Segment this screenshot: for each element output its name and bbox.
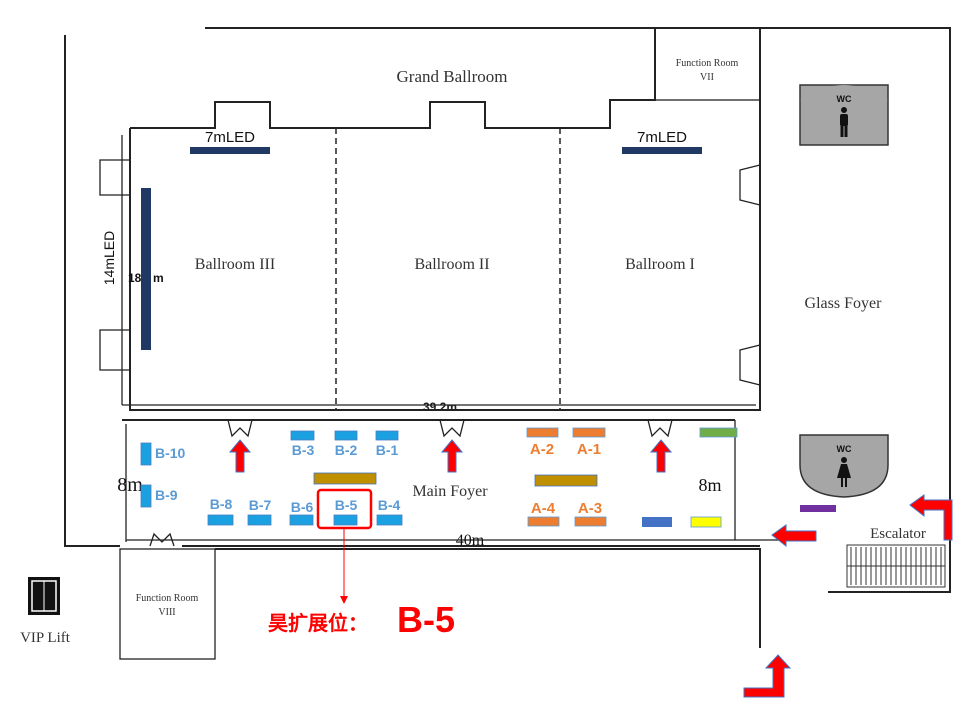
booth-b-3[interactable]	[290, 430, 315, 441]
booth-a-4[interactable]	[527, 516, 560, 527]
highlight-label: 昊扩展位：	[268, 611, 368, 635]
booth-b-7[interactable]	[247, 514, 272, 526]
booth-a-3-label: A-3	[578, 500, 602, 517]
booth-b-9-label: B-9	[155, 487, 178, 503]
arrow-up-icon	[228, 439, 252, 473]
booth-a-1-label: A-1	[577, 441, 601, 458]
booths-b: B-1 B-2 B-3 B-4 B-5 B-6 B-7 B-8 B-9 B-10	[140, 430, 403, 526]
woman-icon	[837, 457, 851, 487]
booth-a-4-label: A-4	[531, 500, 556, 517]
blue-booth	[642, 517, 672, 527]
ballroom-1-label: Ballroom I	[625, 256, 695, 273]
man-icon	[840, 107, 848, 137]
arrow-left-icon	[771, 524, 817, 548]
led-side-partial-unit: m	[153, 271, 164, 285]
function-room-7-label: Function Room	[676, 58, 739, 69]
arrow-up-icon	[440, 439, 464, 473]
wc-men: WC	[799, 84, 889, 146]
highlight-booth: B-5	[397, 599, 455, 640]
wc-men-label: WC	[837, 94, 852, 104]
booth-b-4-label: B-4	[378, 497, 401, 513]
led-top-left-label: 7mLED	[205, 129, 255, 146]
wc-women-label: WC	[837, 444, 852, 454]
arrow-down-icon	[340, 596, 348, 604]
arrow-corner-icon	[909, 494, 953, 541]
foyer-length-label: 40m	[456, 532, 485, 549]
vip-lift-label: VIP Lift	[20, 630, 71, 646]
stage-a	[534, 474, 598, 487]
function-room-8-label: Function Room	[136, 593, 199, 604]
booth-a-2[interactable]	[526, 427, 559, 438]
booth-b-1[interactable]	[375, 430, 399, 441]
purple-booth	[800, 505, 836, 512]
grand-ballroom-label: Grand Ballroom	[397, 67, 508, 86]
booth-b-5[interactable]	[333, 514, 358, 526]
entrance-arrows	[228, 439, 953, 698]
booth-b-3-label: B-3	[292, 442, 315, 458]
highlight-booth-b-5: 昊扩展位： B-5	[268, 488, 455, 640]
function-room-8-number: VIII	[158, 607, 175, 618]
booth-b-7-label: B-7	[249, 497, 272, 513]
vip-lift-icon	[28, 577, 60, 615]
booth-b-6-label: B-6	[291, 499, 314, 515]
booth-b-10-label: B-10	[155, 445, 186, 461]
led-top-right	[622, 147, 702, 154]
led-left-side	[141, 188, 151, 350]
booth-b-6[interactable]	[289, 514, 314, 526]
booth-b-4[interactable]	[376, 514, 403, 526]
arrow-up-icon	[649, 439, 673, 473]
foyer-depth-right-label: 8m	[698, 475, 721, 495]
foyer-depth-left-label: 8m	[117, 474, 143, 496]
escalator-label: Escalator	[870, 526, 926, 542]
booth-b-8-label: B-8	[210, 496, 233, 512]
foyer-walls	[119, 419, 736, 660]
booth-a-2-label: A-2	[530, 441, 554, 458]
stage-b	[313, 472, 377, 485]
led-screens: 18 m 7mLED 7mLED 14mLED	[101, 129, 702, 350]
ballroom-2-label: Ballroom II	[414, 256, 489, 273]
led-left-side-label: 14mLED	[101, 231, 117, 285]
escalator	[846, 544, 946, 588]
booth-b-10[interactable]	[140, 442, 152, 466]
led-top-left	[190, 147, 270, 154]
glass-foyer-label: Glass Foyer	[805, 295, 883, 312]
booth-b-5-label: B-5	[335, 497, 358, 513]
booth-b-2[interactable]	[334, 430, 358, 441]
booth-a-1[interactable]	[572, 427, 606, 438]
outer-walls	[64, 27, 951, 648]
dimension-lines	[121, 135, 780, 542]
yellow-booth	[690, 516, 722, 528]
booth-a-3[interactable]	[574, 516, 607, 527]
led-side-partial: 18	[128, 271, 142, 285]
ballroom-width-label: 39.2m	[423, 400, 457, 414]
ballroom-block	[99, 27, 761, 411]
ballroom-3-label: Ballroom III	[195, 256, 275, 273]
main-foyer-label: Main Foyer	[412, 483, 488, 500]
booth-b-9[interactable]	[140, 484, 152, 508]
booth-b-1-label: B-1	[376, 442, 399, 458]
wc-women: WC	[799, 434, 889, 498]
function-room-7-number: VII	[700, 72, 714, 83]
booth-b-8[interactable]	[207, 514, 234, 526]
led-top-right-label: 7mLED	[637, 129, 687, 146]
booth-b-2-label: B-2	[335, 442, 358, 458]
arrow-corner-icon	[743, 654, 792, 698]
booths-a: A-1 A-2 A-3 A-4	[526, 427, 607, 527]
green-booth	[699, 427, 738, 438]
